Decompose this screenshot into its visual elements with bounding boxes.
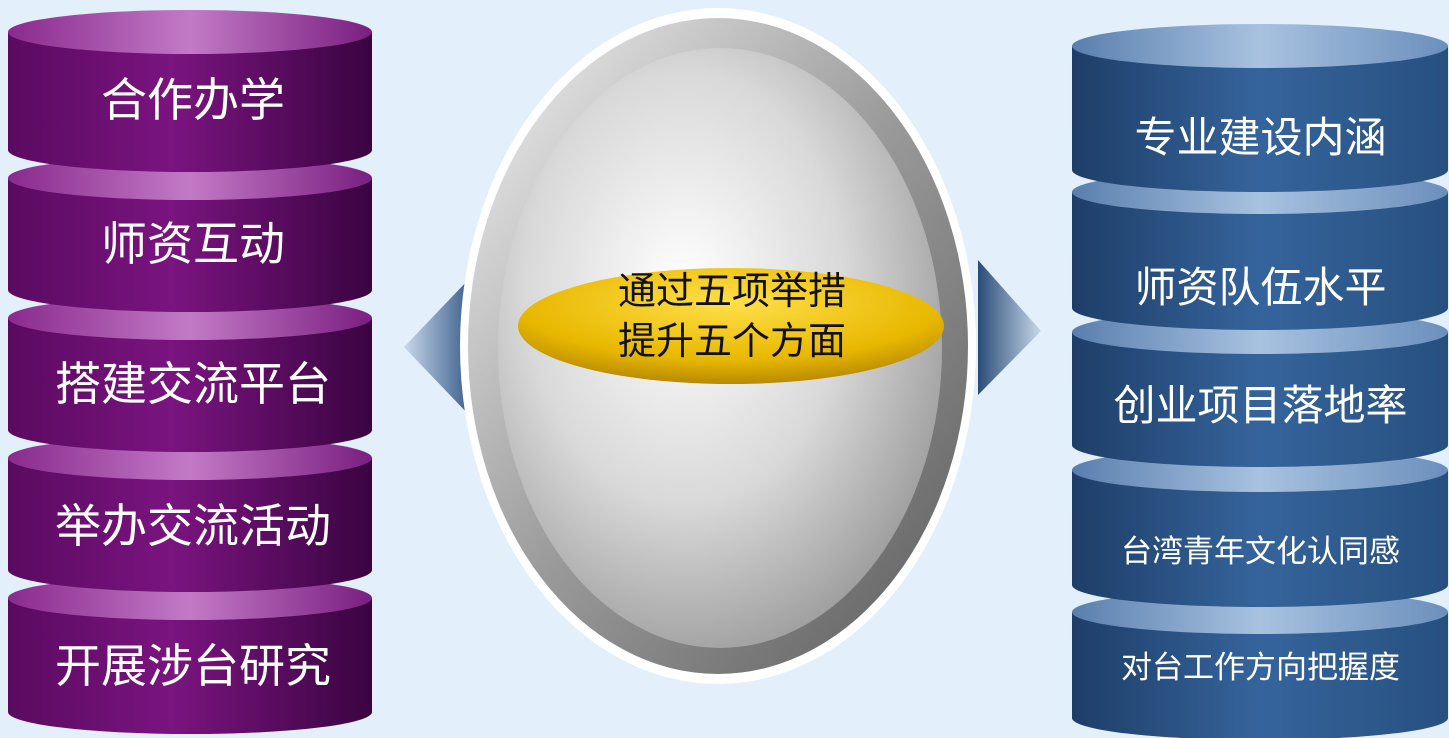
left-cylinder-3 <box>8 296 372 452</box>
left-arrow <box>404 278 470 416</box>
right-cylinder-5 <box>1072 590 1448 738</box>
right-cylinder-2 <box>1072 170 1448 330</box>
right-cylinder-3 <box>1072 310 1448 467</box>
right-arrow <box>978 260 1041 395</box>
right-cylinder-1 <box>1072 24 1448 192</box>
left-cylinder-4 <box>8 436 372 592</box>
right-cylinder-4 <box>1072 448 1448 607</box>
left-cylinder-5 <box>8 576 372 734</box>
left-cylinder-2 <box>8 156 372 312</box>
center-gold-ellipse <box>518 268 944 384</box>
left-cylinder-1 <box>8 10 372 172</box>
